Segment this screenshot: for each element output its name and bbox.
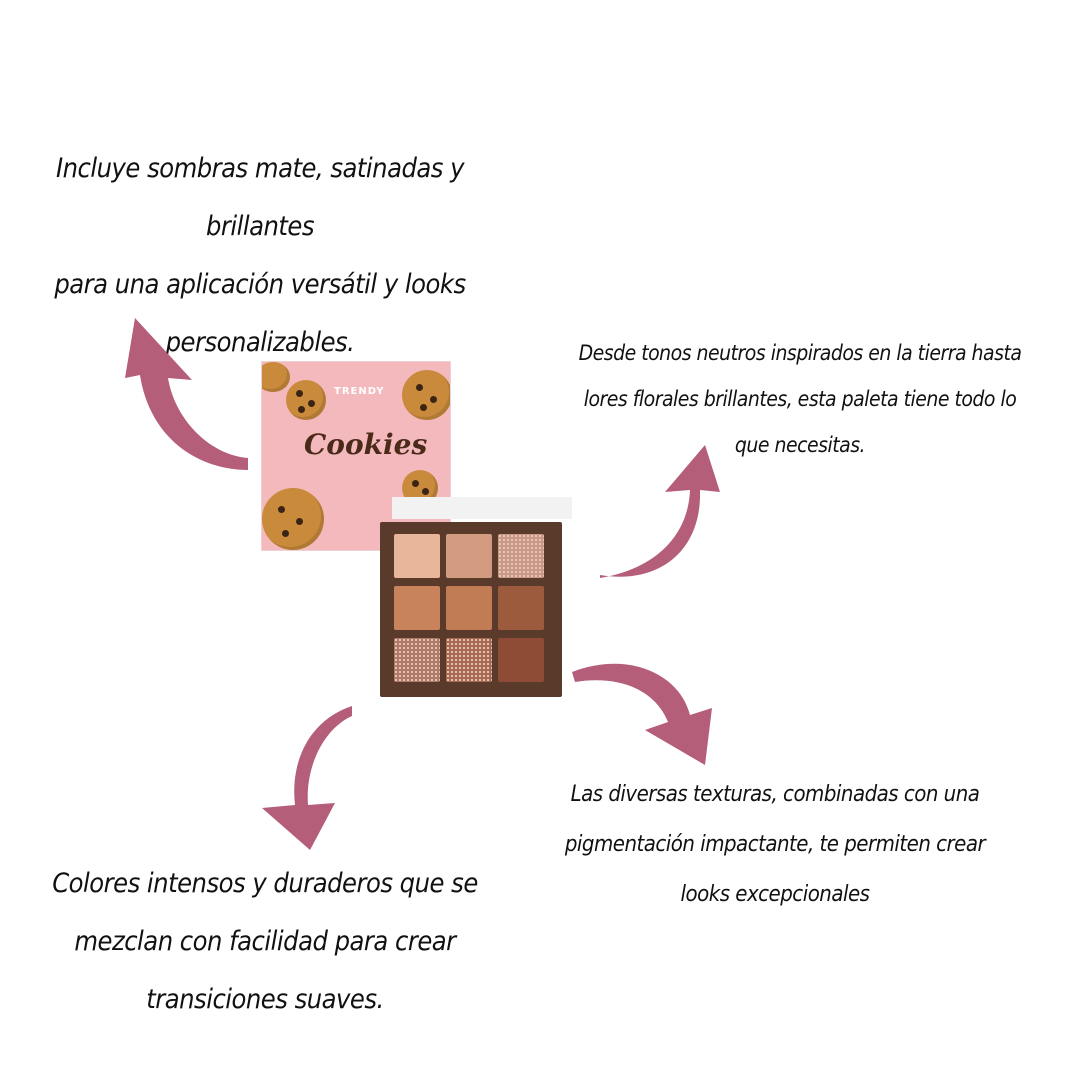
caption-line: que necesitas. [734, 433, 866, 457]
shadow-pan [394, 638, 440, 682]
caption-line: Las diversas texturas, combinadas con un… [570, 782, 980, 807]
shadow-pan [446, 638, 492, 682]
shadow-pan [394, 534, 440, 578]
shadow-pan [498, 638, 544, 682]
caption-line: looks excepcionales [680, 882, 870, 907]
shadow-pan [498, 586, 544, 630]
caption-line: lores florales brillantes, esta paleta t… [583, 387, 1017, 411]
caption-top-left: Incluye sombras mate, satinadas y brilla… [0, 140, 520, 372]
shadow-pan [446, 534, 492, 578]
caption-line: Incluye sombras mate, satinadas y brilla… [55, 153, 465, 242]
curved-arrow-icon [572, 663, 712, 765]
cookie-illustration [262, 362, 290, 392]
palette-lid [392, 497, 572, 519]
caption-bottom-left: Colores intensos y duraderos que se mezc… [45, 855, 485, 1029]
cookie-illustration [286, 380, 326, 420]
caption-top-right: Desde tonos neutros inspirados en la tie… [555, 330, 1045, 468]
brand-logo: TRENDY [334, 386, 385, 397]
eyeshadow-palette [380, 522, 562, 697]
curved-arrow-icon [262, 706, 352, 850]
caption-line: Desde tonos neutros inspirados en la tie… [578, 341, 1022, 365]
box-title: Cookies [304, 428, 428, 461]
caption-line: Colores intensos y duraderos que se [52, 868, 478, 899]
cookie-illustration [262, 488, 324, 550]
curved-arrow-icon [125, 318, 248, 470]
caption-bottom-right: Las diversas texturas, combinadas con un… [545, 770, 1005, 920]
caption-line: pigmentación impactante, te permiten cre… [564, 832, 986, 857]
caption-line: para una aplicación versátil y looks [54, 269, 466, 300]
cookie-illustration [402, 370, 450, 420]
shadow-pan [498, 534, 544, 578]
caption-line: mezclan con facilidad para crear [74, 926, 456, 957]
caption-line: transiciones suaves. [146, 984, 384, 1015]
shadow-pan [446, 586, 492, 630]
caption-line: personalizables. [165, 327, 355, 358]
shadow-pan [394, 586, 440, 630]
curved-arrow-icon [600, 445, 720, 578]
